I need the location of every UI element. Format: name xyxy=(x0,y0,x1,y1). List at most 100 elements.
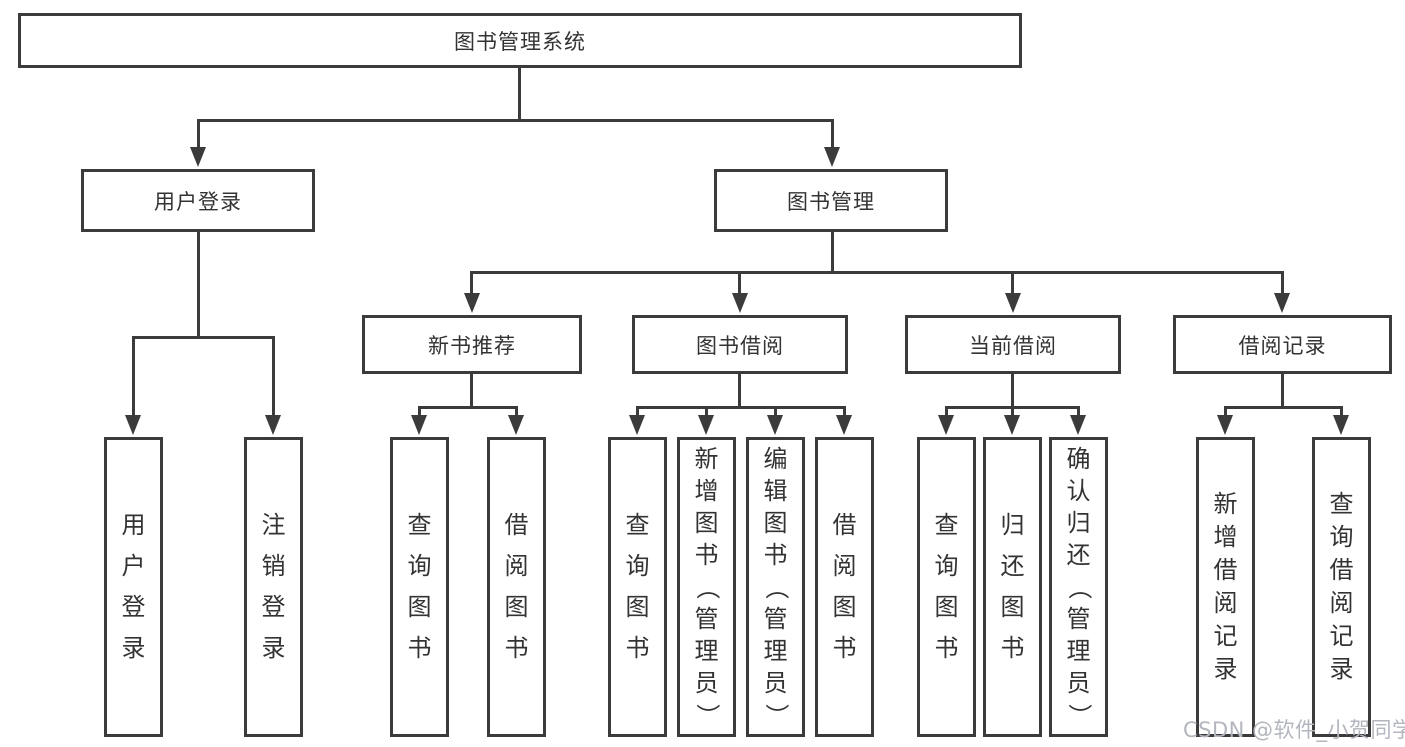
vertical-char: ） xyxy=(1065,703,1093,727)
vertical-char: 登 xyxy=(261,593,286,621)
arrowhead-down-icon xyxy=(1217,415,1233,435)
vertical-char: 借 xyxy=(504,511,529,539)
connector-records-bar xyxy=(1224,406,1343,409)
arrowhead-down-icon xyxy=(464,293,480,313)
vertical-char: 增 xyxy=(694,476,719,505)
leaf-query-books-borrowing: 查询图书 xyxy=(608,437,667,737)
vertical-char: 图 xyxy=(407,593,432,621)
connector-line xyxy=(418,406,421,421)
connector-line xyxy=(1340,406,1343,421)
node-book-management: 图书管理 xyxy=(714,169,948,232)
vertical-char: 查 xyxy=(407,511,432,539)
connector-line xyxy=(843,406,846,421)
connector-line xyxy=(515,406,518,421)
arrowhead-down-icon xyxy=(1274,293,1290,313)
connector-line xyxy=(636,406,639,421)
node-current-borrowing: 当前借阅 xyxy=(905,315,1121,374)
vertical-char: 管 xyxy=(1066,604,1091,633)
connector-line xyxy=(272,336,275,421)
vertical-char: 书 xyxy=(832,634,857,662)
leaf-logout: 注销登录 xyxy=(244,437,303,737)
vertical-char: 查 xyxy=(1329,490,1354,518)
node-user-login-label: 用户登录 xyxy=(154,189,242,214)
vertical-char: 书 xyxy=(1000,634,1025,662)
vertical-char: 员 xyxy=(1066,668,1091,697)
vertical-char: 借 xyxy=(1329,556,1354,584)
connector-records-stem xyxy=(1281,374,1284,407)
arrowhead-down-icon xyxy=(732,293,748,313)
vertical-char: 阅 xyxy=(504,552,529,580)
vertical-char: 图 xyxy=(832,593,857,621)
vertical-char: 询 xyxy=(407,552,432,580)
arrowhead-down-icon xyxy=(767,415,783,435)
vertical-char: 录 xyxy=(1329,655,1354,683)
arrowhead-down-icon xyxy=(411,415,427,435)
leaf-query-books-recommend: 查询图书 xyxy=(390,437,449,737)
leaf-confirm-return-admin: 确认归还（管理员） xyxy=(1049,437,1108,737)
vertical-char: （ xyxy=(1065,575,1093,599)
connector-line xyxy=(1077,406,1080,421)
vertical-char: 管 xyxy=(694,604,719,633)
arrowhead-down-icon xyxy=(629,415,645,435)
node-book-borrowing-label: 图书借阅 xyxy=(696,333,784,358)
node-new-book-recommendation: 新书推荐 xyxy=(362,315,582,374)
leaf-add-borrow-record: 新增借阅记录 xyxy=(1196,437,1255,737)
connector-line xyxy=(945,406,948,421)
vertical-char: 书 xyxy=(763,540,788,569)
connector-line xyxy=(470,271,473,299)
connector-line xyxy=(1011,406,1014,421)
vertical-char: （ xyxy=(762,575,790,599)
arrowhead-down-icon xyxy=(265,415,281,435)
vertical-char: 编 xyxy=(763,444,788,473)
connector-line xyxy=(1224,406,1227,421)
vertical-char: 询 xyxy=(625,552,650,580)
leaf-query-borrow-record: 查询借阅记录 xyxy=(1312,437,1371,737)
vertical-char: 注 xyxy=(261,511,286,539)
node-new-book-recommendation-label: 新书推荐 xyxy=(428,333,516,358)
vertical-char: 归 xyxy=(1000,511,1025,539)
arrowhead-down-icon xyxy=(1333,415,1349,435)
node-book-borrowing: 图书借阅 xyxy=(632,315,848,374)
arrowhead-down-icon xyxy=(1004,415,1020,435)
leaf-borrow-books: 借阅图书 xyxy=(815,437,874,737)
vertical-char: 认 xyxy=(1066,476,1091,505)
vertical-char: 登 xyxy=(121,593,146,621)
arrowhead-down-icon xyxy=(938,415,954,435)
vertical-char: 员 xyxy=(763,668,788,697)
vertical-char: 增 xyxy=(1213,523,1238,551)
vertical-char: 户 xyxy=(121,552,146,580)
vertical-char: 记 xyxy=(1213,622,1238,650)
vertical-char: 录 xyxy=(261,634,286,662)
connector-borrowing-bar xyxy=(636,406,846,409)
arrowhead-down-icon xyxy=(190,147,206,167)
connector-borrowing-stem xyxy=(738,374,741,407)
vertical-char: 理 xyxy=(1066,636,1091,665)
vertical-char: 书 xyxy=(407,634,432,662)
vertical-char: 新 xyxy=(694,444,719,473)
vertical-char: 用 xyxy=(121,511,146,539)
vertical-char: 阅 xyxy=(1329,589,1354,617)
connector-root-stem xyxy=(518,68,521,120)
connector-line xyxy=(1011,271,1014,299)
vertical-char: 书 xyxy=(934,634,959,662)
arrowhead-down-icon xyxy=(836,415,852,435)
arrowhead-down-icon xyxy=(508,415,524,435)
arrowhead-down-icon xyxy=(824,147,840,167)
vertical-char: 阅 xyxy=(832,552,857,580)
node-root: 图书管理系统 xyxy=(18,13,1022,68)
vertical-char: 书 xyxy=(504,634,529,662)
vertical-char: 新 xyxy=(1213,490,1238,518)
connector-current-stem xyxy=(1011,374,1014,407)
connector-line xyxy=(1281,271,1284,299)
csdn-watermark: CSDN @软件_小贺同学 xyxy=(1183,718,1405,742)
leaf-return-books: 归还图书 xyxy=(983,437,1042,737)
vertical-char: 阅 xyxy=(1213,589,1238,617)
vertical-char: 确 xyxy=(1066,444,1091,473)
vertical-char: 辑 xyxy=(763,476,788,505)
node-book-management-label: 图书管理 xyxy=(787,189,875,214)
arrowhead-down-icon xyxy=(698,415,714,435)
connector-line xyxy=(738,271,741,299)
node-borrowing-records: 借阅记录 xyxy=(1173,315,1392,374)
vertical-char: 还 xyxy=(1066,540,1091,569)
